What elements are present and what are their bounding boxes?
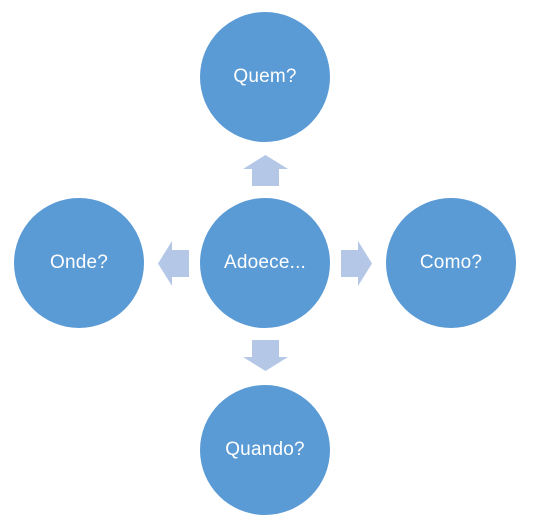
arrow-up-icon xyxy=(243,155,288,186)
node-quando: Quando? xyxy=(200,385,330,515)
node-onde: Onde? xyxy=(14,198,144,328)
arrow-left-icon xyxy=(158,241,189,286)
node-adoece: Adoece... xyxy=(200,198,330,328)
node-onde-label: Onde? xyxy=(49,252,109,273)
arrow-down-icon xyxy=(243,340,288,371)
node-quem: Quem? xyxy=(200,12,330,142)
arrow-right-icon xyxy=(341,241,372,286)
node-adoece-label: Adoece... xyxy=(223,252,307,273)
node-como: Como? xyxy=(386,198,516,328)
node-quando-label: Quando? xyxy=(225,439,305,460)
node-quem-label: Quem? xyxy=(233,66,297,87)
node-como-label: Como? xyxy=(419,252,483,273)
